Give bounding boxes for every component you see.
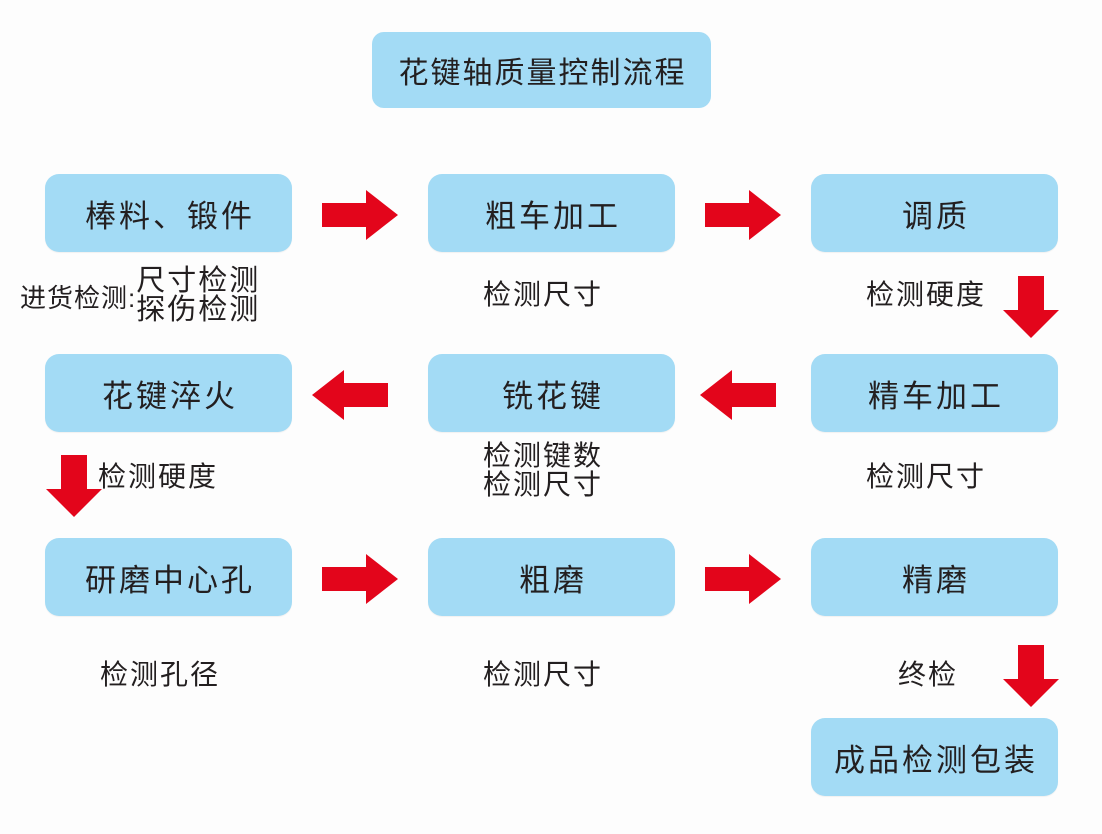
node-label: 调质 (902, 198, 970, 234)
node-bar-forging[interactable]: 棒料、锻件 (45, 174, 292, 252)
arrow-right-icon (705, 554, 781, 604)
caption-line: 检测尺寸 (483, 659, 604, 690)
caption-check-hardness-r2c1: 检测硬度 (96, 461, 219, 492)
caption-check-dimension-r1c2: 检测尺寸 (481, 279, 604, 310)
arrow-down-icon (1003, 645, 1059, 707)
caption-line: 检测硬度 (866, 279, 987, 310)
node-rough-grinding[interactable]: 粗磨 (428, 538, 675, 616)
node-finish-turning[interactable]: 精车加工 (811, 354, 1058, 432)
node-label: 精磨 (902, 562, 970, 598)
caption-line: 终检 (898, 659, 959, 690)
node-final-inspection-packaging[interactable]: 成品检测包装 (811, 718, 1058, 796)
node-spline-milling[interactable]: 铣花键 (428, 354, 675, 432)
node-finish-grinding[interactable]: 精磨 (811, 538, 1058, 616)
caption-lines: 尺寸检测 探伤检测 (136, 267, 260, 325)
node-label: 铣花键 (502, 378, 604, 414)
node-spline-quenching[interactable]: 花键淬火 (45, 354, 292, 432)
node-label: 粗车加工 (485, 198, 621, 234)
caption-check-hardness-r1c3: 检测硬度 (864, 279, 987, 310)
arrow-left-icon (312, 370, 388, 420)
caption-line: 检测尺寸 (483, 469, 604, 501)
arrow-right-icon (322, 554, 398, 604)
caption-line: 检测键数 (483, 440, 604, 471)
arrow-down-icon (1003, 276, 1059, 338)
node-label: 粗磨 (519, 562, 587, 598)
diagram-title: 花键轴质量控制流程 (398, 57, 687, 90)
caption-line: 检测尺寸 (866, 461, 987, 492)
caption-incoming-inspection: 进货检测: 尺寸检测 探伤检测 (20, 267, 260, 325)
node-label: 棒料、锻件 (85, 198, 255, 234)
diagram-title-box: 花键轴质量控制流程 (372, 32, 711, 108)
arrow-right-icon (705, 190, 781, 240)
caption-line: 检测尺寸 (483, 279, 604, 310)
caption-check-hole-diameter: 检测孔径 (98, 659, 221, 690)
caption-check-dimension-r3c2: 检测尺寸 (481, 659, 604, 690)
node-label: 研磨中心孔 (85, 562, 255, 598)
node-label: 花键淬火 (102, 378, 238, 414)
arrow-down-icon (46, 455, 102, 517)
node-quenching-tempering[interactable]: 调质 (811, 174, 1058, 252)
arrow-left-icon (700, 370, 776, 420)
caption-final-inspection: 终检 (896, 659, 959, 690)
node-grind-center-hole[interactable]: 研磨中心孔 (45, 538, 292, 616)
caption-lead-label: 进货检测: (20, 282, 137, 313)
caption-line: 尺寸检测 (136, 265, 261, 297)
node-label: 成品检测包装 (834, 742, 1038, 778)
caption-line: 检测孔径 (100, 659, 221, 690)
caption-check-spline-count-and-dimension: 检测键数 检测尺寸 (481, 441, 603, 500)
arrow-right-icon (322, 190, 398, 240)
caption-check-dimension-r2c3: 检测尺寸 (864, 461, 987, 492)
node-rough-turning[interactable]: 粗车加工 (428, 174, 675, 252)
caption-line: 探伤检测 (136, 294, 261, 326)
caption-line: 检测硬度 (98, 461, 219, 492)
node-label: 精车加工 (868, 378, 1004, 414)
